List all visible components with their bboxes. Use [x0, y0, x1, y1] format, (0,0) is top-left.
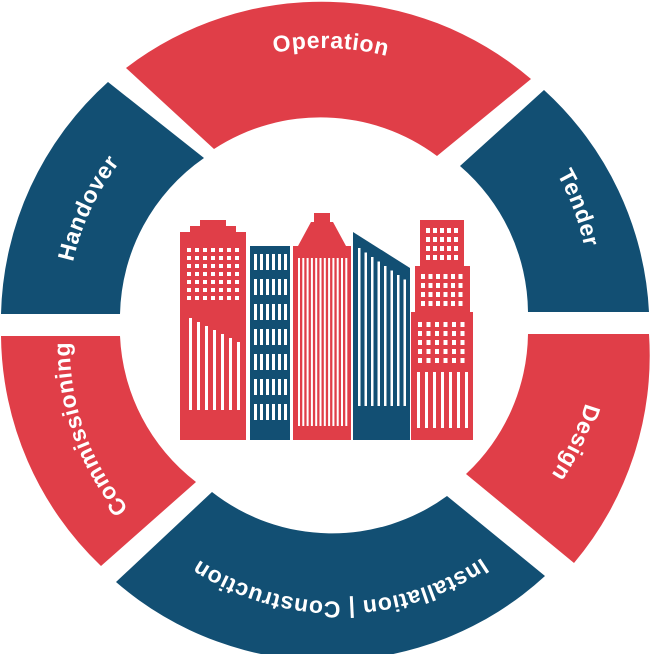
- building-icon: [353, 232, 410, 440]
- segment-commissioning[interactable]: [1, 336, 196, 566]
- building-icon: [250, 246, 290, 440]
- building-icon: [293, 213, 351, 440]
- building-icon: [411, 220, 473, 440]
- city-buildings-icon: [180, 213, 473, 440]
- segment-design[interactable]: [466, 334, 650, 563]
- segment-handover[interactable]: [1, 82, 204, 314]
- segment-tender[interactable]: [460, 90, 649, 312]
- building-icon: [180, 220, 246, 440]
- segment-operation[interactable]: [126, 1, 531, 156]
- segment-installation-construction[interactable]: [116, 492, 545, 654]
